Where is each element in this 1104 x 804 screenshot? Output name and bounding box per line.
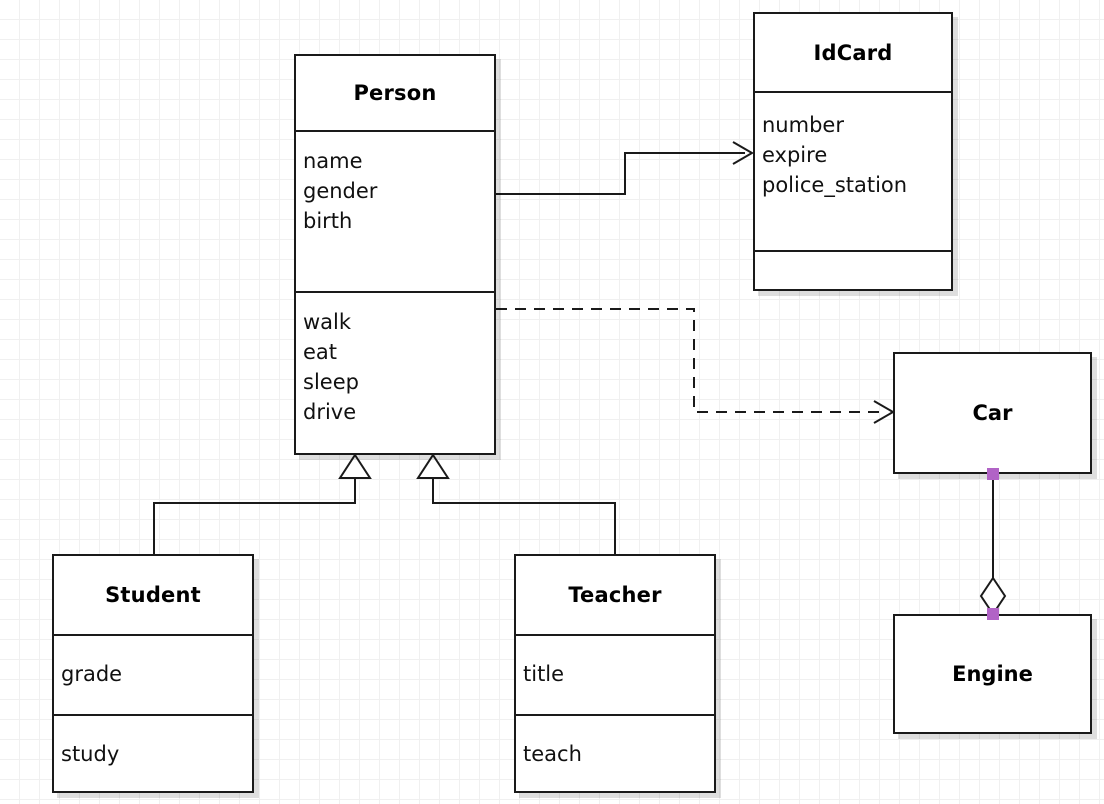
operation-item: study — [61, 742, 120, 766]
class-box-idcard[interactable]: IdCard number expire police_station — [753, 12, 953, 291]
class-box-engine[interactable]: Engine — [893, 614, 1092, 734]
attribute-item: birth — [303, 209, 353, 233]
class-operations-person: walk eat sleep drive — [296, 291, 494, 453]
attribute-item: number — [762, 113, 844, 137]
class-name-person: Person — [353, 81, 437, 105]
operation-item: teach — [523, 742, 582, 766]
connector-handle-target[interactable] — [987, 608, 999, 620]
class-name-teacher: Teacher — [568, 583, 662, 607]
class-attributes-person: name gender birth — [296, 130, 494, 291]
class-attributes-teacher: title — [516, 634, 714, 714]
dependency-person-car[interactable] — [496, 308, 895, 424]
class-attributes-idcard: number expire police_station — [755, 91, 951, 250]
class-box-teacher[interactable]: Teacher title teach — [514, 554, 716, 793]
operation-item: eat — [303, 340, 338, 364]
generalization-teacher-person[interactable] — [416, 453, 616, 554]
attribute-item: name — [303, 149, 363, 173]
attribute-item: grade — [61, 662, 123, 686]
class-operations-teacher: teach — [516, 714, 714, 791]
attribute-item: title — [523, 662, 565, 686]
class-box-student[interactable]: Student grade study — [52, 554, 254, 793]
connector-handle-source[interactable] — [987, 468, 999, 480]
operation-item: walk — [303, 310, 352, 334]
class-name-student: Student — [105, 583, 201, 607]
association-person-idcard[interactable] — [496, 141, 754, 195]
operation-item: drive — [303, 400, 357, 424]
class-name-car: Car — [972, 401, 1013, 425]
attribute-item: gender — [303, 179, 378, 203]
class-operations-student: study — [54, 714, 252, 791]
operation-item: sleep — [303, 370, 359, 394]
attribute-item: expire — [762, 143, 828, 167]
aggregation-car-engine[interactable] — [979, 474, 1007, 616]
class-attributes-student: grade — [54, 634, 252, 714]
class-name-idcard: IdCard — [813, 40, 893, 65]
generalization-student-person[interactable] — [153, 453, 372, 554]
class-name-engine: Engine — [952, 662, 1033, 686]
class-operations-idcard — [755, 250, 951, 289]
class-box-person[interactable]: Person name gender birth walk eat sleep … — [294, 54, 496, 455]
class-box-car[interactable]: Car — [893, 352, 1092, 474]
attribute-item: police_station — [762, 173, 908, 197]
